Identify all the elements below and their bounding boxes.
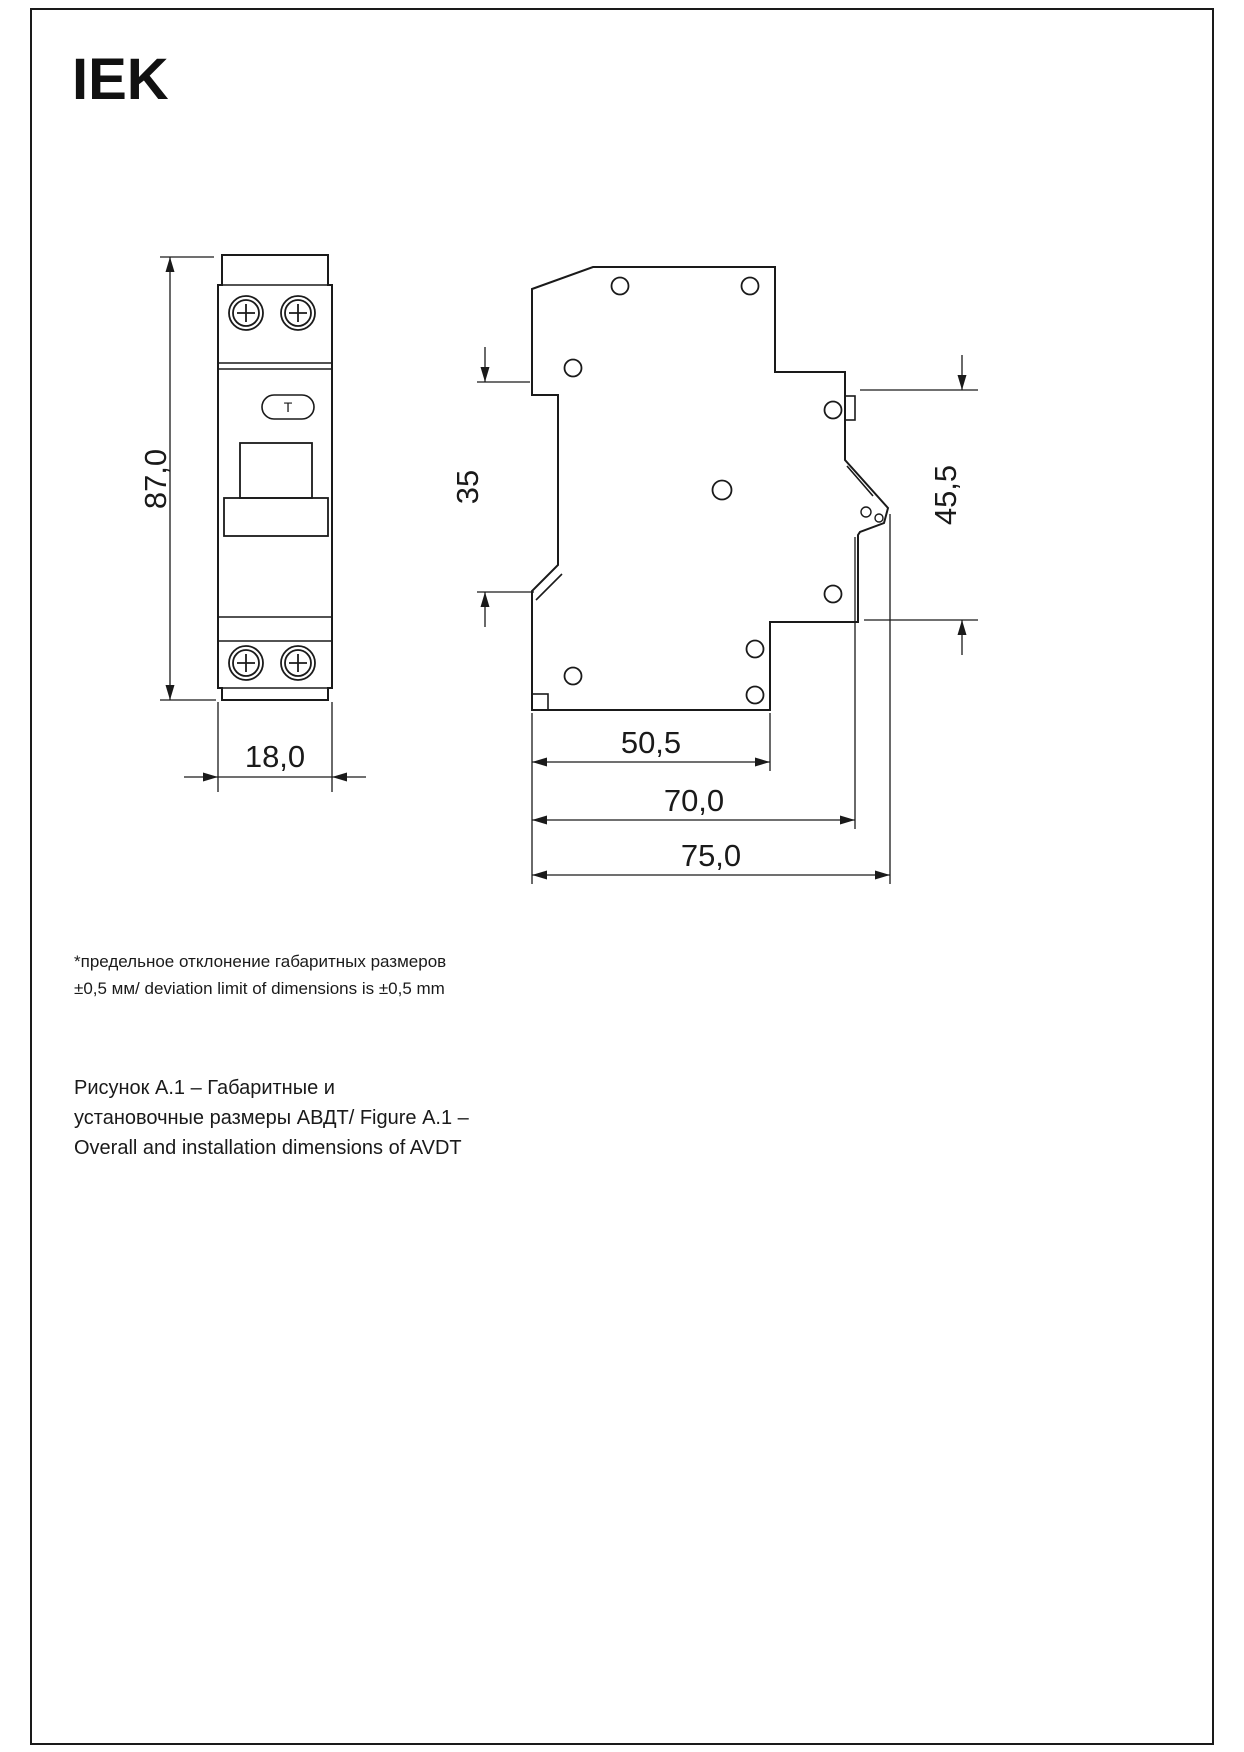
figure-caption-line1: Рисунок А.1 – Габаритные и — [74, 1077, 335, 1099]
tolerance-note-line1: *предельное отклонение габаритных размер… — [74, 952, 447, 971]
front-width-dimension — [184, 702, 366, 792]
front-view-screws — [228, 295, 316, 681]
bottom-notch — [531, 693, 549, 711]
page-border — [30, 8, 1214, 1745]
depth-to-clip-label: 70,0 — [664, 783, 724, 818]
latch-lever — [846, 465, 874, 497]
side-view-rivets — [563, 276, 843, 705]
overall-depth-label: 75,0 — [681, 838, 741, 873]
screw-icon — [280, 295, 316, 331]
rail-width-label: 35 — [450, 470, 485, 504]
iek-logo: IEK — [72, 47, 169, 112]
din-clip-tab — [844, 395, 856, 421]
tolerance-note-line2: ±0,5 мм/ deviation limit of dimensions i… — [74, 979, 445, 998]
screw-icon — [280, 645, 316, 681]
rail-clip-arm — [535, 573, 563, 601]
screw-icon — [228, 645, 264, 681]
rail-width-dimension — [477, 347, 534, 627]
rivet-hole — [563, 358, 583, 378]
rivet-hole — [745, 639, 765, 659]
rivet-hole — [711, 479, 733, 501]
front-height-label: 87,0 — [138, 449, 173, 509]
test-button — [261, 394, 315, 420]
figure-caption: Рисунок А.1 – Габаритные и установочные … — [74, 1073, 469, 1163]
side-view-body — [531, 266, 890, 711]
depth-dimensions — [531, 514, 891, 884]
depth-to-step-label: 50,5 — [621, 725, 681, 760]
rivet-hole — [740, 276, 760, 296]
rail-height-dimension — [860, 355, 978, 655]
front-width-label: 18,0 — [245, 739, 305, 774]
rail-height-label: 45,5 — [928, 465, 963, 525]
test-button-label: Т — [284, 399, 293, 415]
front-view-body — [217, 254, 333, 701]
toggle-handle — [239, 442, 313, 499]
screw-icon — [228, 295, 264, 331]
rivet-hole — [823, 584, 843, 604]
tolerance-note: *предельное отклонение габаритных размер… — [74, 948, 446, 1002]
front-height-dimension — [160, 256, 216, 701]
figure-caption-line3: Overall and installation dimensions of A… — [74, 1137, 462, 1159]
rivet-hole — [745, 685, 765, 705]
rivet-hole — [563, 666, 583, 686]
toggle-plate — [223, 497, 329, 537]
figure-caption-line2: установочные размеры АВДТ/ Figure А.1 – — [74, 1107, 469, 1129]
rivet-hole — [823, 400, 843, 420]
rivet-hole — [610, 276, 630, 296]
